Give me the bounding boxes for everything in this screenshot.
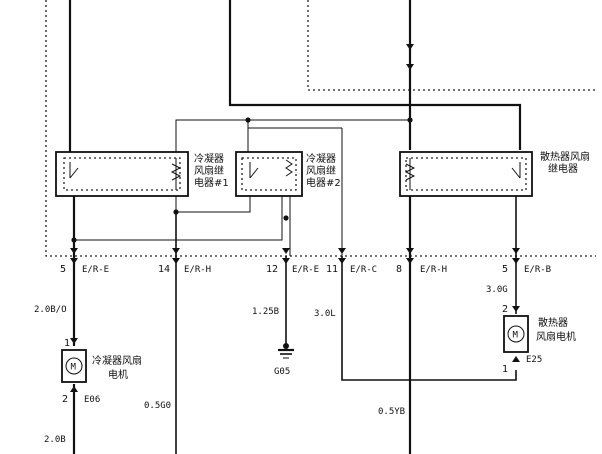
connector-4-code: E/R-H	[420, 265, 447, 275]
relay-1-label-line2: 风扇继	[194, 164, 224, 177]
module-boundaries	[45, 0, 596, 257]
connector-1-code: E/R-H	[184, 265, 211, 275]
connector-0-code: E/R-E	[82, 265, 109, 275]
connector-labels: 5 E/R-E 14 E/R-H 12 E/R-E 11 E/R-C 8 E/R…	[60, 264, 551, 275]
radiator-fan-relay: 散热器风扇 继电器	[399, 150, 590, 197]
radiator-motor-pin-bottom: 1	[502, 364, 508, 375]
connector-1-pin: 14	[158, 264, 170, 275]
radiator-motor-label-line2: 风扇电机	[536, 330, 576, 343]
top-feed-wires	[68, 0, 522, 152]
radiator-motor-label-line1: 散热器	[538, 316, 568, 329]
condenser-fan-relay-2: 冷凝器 风扇继 电器#2	[235, 151, 341, 197]
connector-0-pin: 5	[60, 264, 66, 275]
radiator-relay-label-line2: 继电器	[548, 162, 578, 175]
radiator-motor-ground: E25	[526, 355, 542, 365]
wire-label-0-5g0: 0.5G0	[144, 401, 171, 411]
wire-label-2-0b: 2.0B	[44, 435, 66, 445]
relay-2-label-line1: 冷凝器	[306, 152, 336, 165]
radiator-relay-label-line1: 散热器风扇	[540, 150, 590, 163]
relay-2-label-line3: 电器#2	[306, 176, 341, 189]
condenser-fan-motor: 1 M 2 E06 冷凝器风扇 电机	[61, 338, 142, 405]
lower-wires	[72, 196, 517, 454]
condenser-fan-relay-1: 冷凝器 风扇继 电器#1	[55, 151, 229, 197]
radiator-fan-motor: 2 M 1 E25 散热器 风扇电机	[502, 304, 576, 375]
connector-2-code: E/R-E	[292, 265, 319, 275]
connector-5-code: E/R-B	[524, 265, 551, 275]
connector-3-pin: 11	[326, 264, 338, 275]
connector-2-pin: 12	[266, 264, 278, 275]
condenser-motor-label-line2: 电机	[108, 368, 128, 381]
ground-label: G05	[274, 367, 290, 377]
connector-3-code: E/R-C	[350, 265, 377, 275]
relay-1-label-line3: 电器#1	[194, 176, 229, 189]
wire-label-0-5yb: 0.5YB	[378, 407, 405, 417]
radiator-motor-pin-top: 2	[502, 304, 508, 315]
radiator-motor-symbol: M	[513, 331, 519, 341]
wire-label-1-25b: 1.25B	[252, 307, 279, 317]
wire-label-2-0bo: 2.0B/O	[34, 305, 67, 315]
connector-markers	[70, 248, 520, 264]
condenser-motor-ground: E06	[84, 395, 100, 405]
condenser-motor-label-line1: 冷凝器风扇	[92, 354, 142, 367]
condenser-motor-symbol: M	[71, 363, 77, 373]
connector-5-pin: 5	[502, 264, 508, 275]
wire-label-3-0g: 3.0G	[486, 285, 508, 295]
connector-4-pin: 8	[396, 264, 402, 275]
ground-g05: G05	[274, 343, 294, 377]
relay-2-label-line2: 风扇继	[306, 164, 336, 177]
condenser-motor-pin-top: 1	[64, 338, 70, 349]
wire-label-3-0l: 3.0L	[314, 309, 336, 319]
wire-labels: 2.0B/O 2.0B 0.5G0 1.25B 3.0L 0.5YB 3.0G	[34, 285, 508, 445]
relay-1-label-line1: 冷凝器	[194, 152, 224, 165]
condenser-motor-pin-bottom: 2	[62, 394, 68, 405]
